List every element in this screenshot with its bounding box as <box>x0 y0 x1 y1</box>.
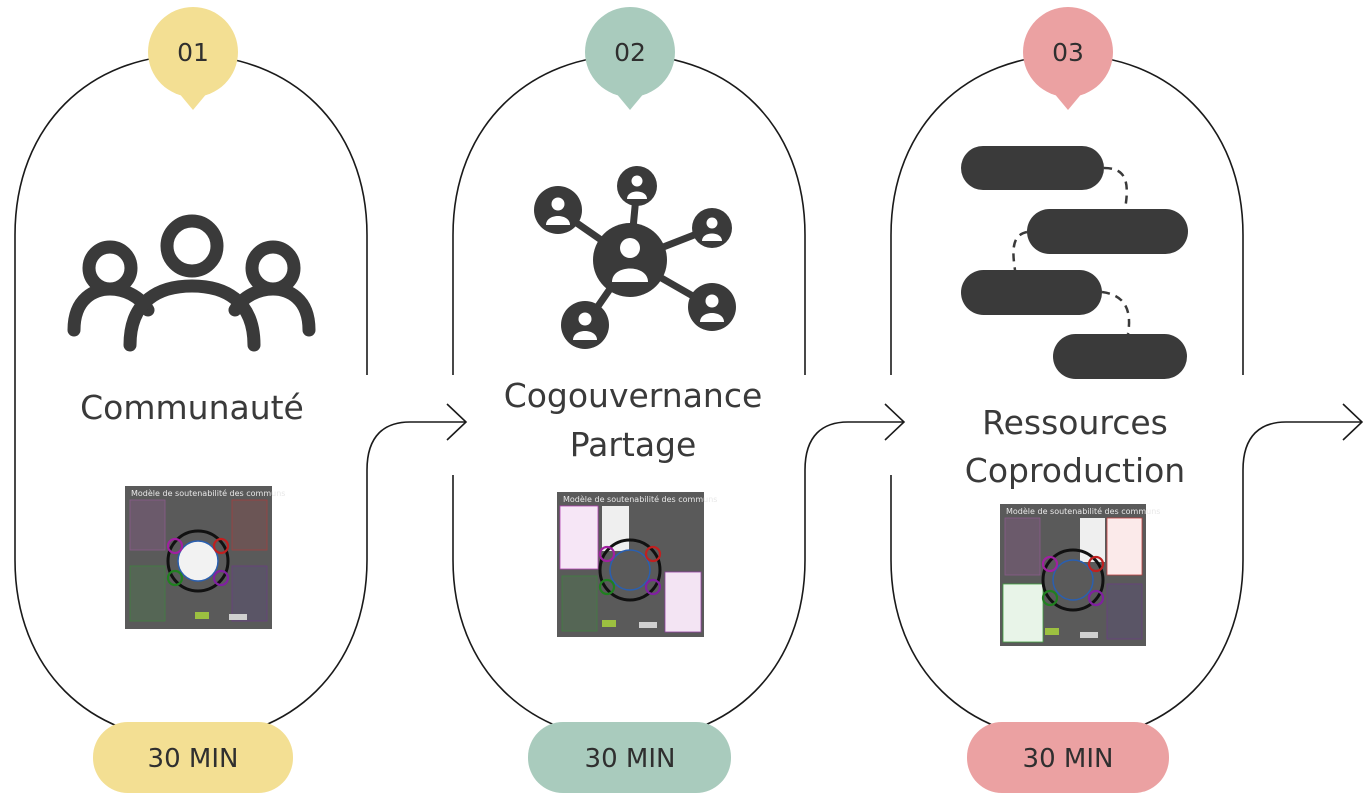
step-1-capsule <box>14 54 368 741</box>
connector-arrow-1 <box>366 403 468 471</box>
step-3-duration-text: 30 MIN <box>1023 744 1114 774</box>
step-1-thumbnail: Modèle de soutenabilité des communs <box>125 486 285 629</box>
step-2-title-line-2: Partage <box>570 425 697 464</box>
step-3-title-line-1: Ressources <box>982 403 1168 442</box>
step-1: 01 Communauté Modèle de soutenabilité de… <box>14 7 368 793</box>
step-1-duration-text: 30 MIN <box>148 744 239 774</box>
step-1-title: Communauté <box>80 388 304 427</box>
step-2-title-line-1: Cogouvernance <box>504 376 763 415</box>
step-2-thumbnail: Modèle de soutenabilité des communs <box>557 492 717 637</box>
step-2: 02 <box>452 7 806 793</box>
network-users-icon <box>534 166 736 349</box>
connector-arrow-3 <box>1242 403 1363 471</box>
community-people-icon <box>67 214 316 352</box>
step-2-duration: 30 MIN <box>528 722 731 793</box>
step-3-thumbnail: Modèle de soutenabilité des communs <box>1000 504 1160 646</box>
step-2-duration-text: 30 MIN <box>585 744 676 774</box>
step-3-thumbnail-title: Modèle de soutenabilité des communs <box>1006 506 1160 516</box>
step-1-number: 01 <box>177 38 209 67</box>
step-2-thumbnail-title: Modèle de soutenabilité des communs <box>563 494 717 504</box>
step-3-duration: 30 MIN <box>967 722 1169 793</box>
step-1-thumbnail-title: Modèle de soutenabilité des communs <box>131 488 285 498</box>
step-3: 03 Ressources Coproduction Modèle de sou… <box>890 7 1244 793</box>
step-3-number: 03 <box>1052 38 1084 67</box>
step-1-badge: 01 <box>148 7 238 110</box>
flow-bars-icon <box>961 146 1188 379</box>
step-2-number: 02 <box>614 38 646 67</box>
connector-arrow-2 <box>804 403 906 471</box>
step-1-duration: 30 MIN <box>93 722 293 793</box>
step-3-title-line-2: Coproduction <box>965 451 1185 490</box>
step-3-badge: 03 <box>1023 7 1113 110</box>
step-2-badge: 02 <box>585 7 675 110</box>
